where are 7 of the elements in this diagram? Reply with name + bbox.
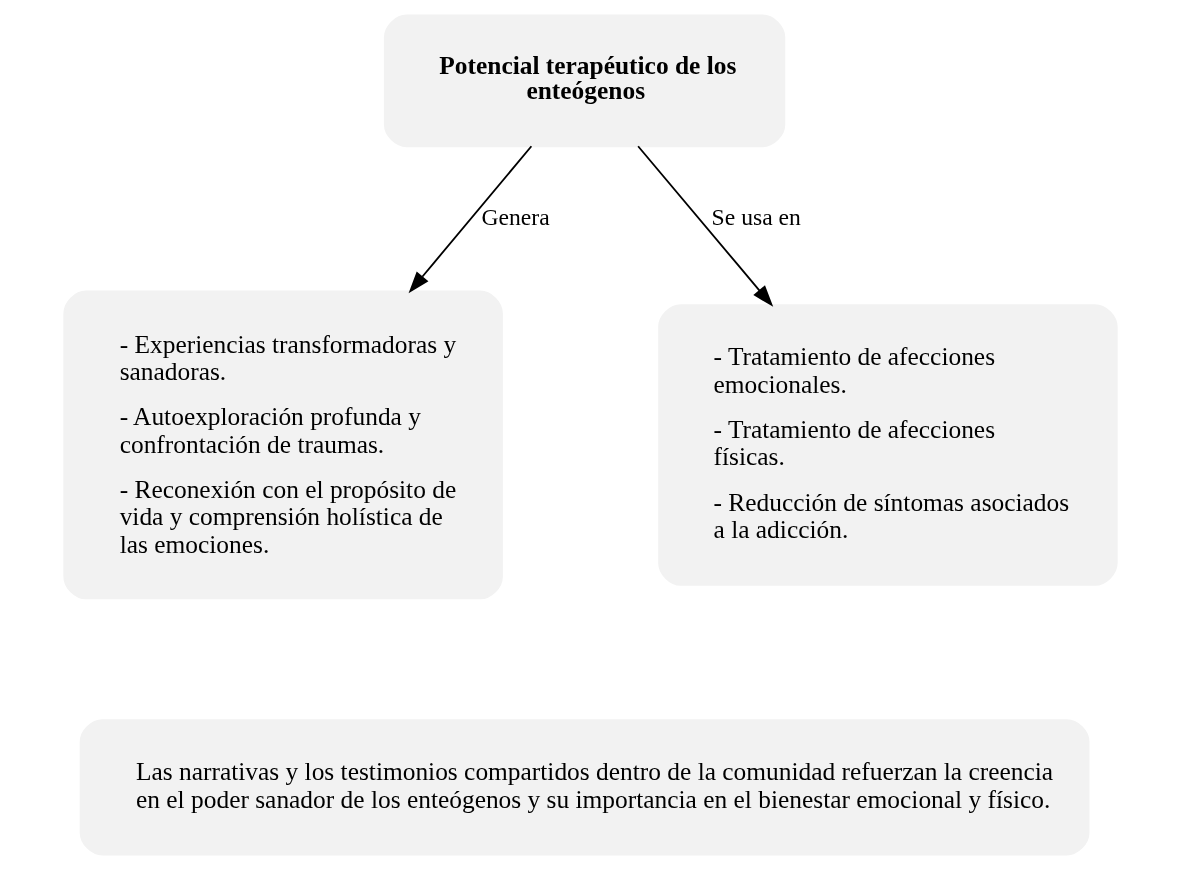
arrow <box>637 145 774 307</box>
arrow <box>408 145 533 294</box>
node-box: - Experiencias transformadoras y sanadoras. - Autoexploración profunda y confrontación de traumas. - Reconexión con el propósito de vida y comprensión holística de las emociones. <box>63 290 503 600</box>
edge-label: Se usa en <box>711 204 801 231</box>
node-box: - Tratamiento de afecciones emocionales. - Tratamiento de afecciones físicas. - Reducción de síntomas asociados a la adicción. <box>658 304 1118 586</box>
node-box: Potencial terapéutico de los enteógenos <box>383 14 786 148</box>
edge-label: Genera <box>481 204 550 231</box>
